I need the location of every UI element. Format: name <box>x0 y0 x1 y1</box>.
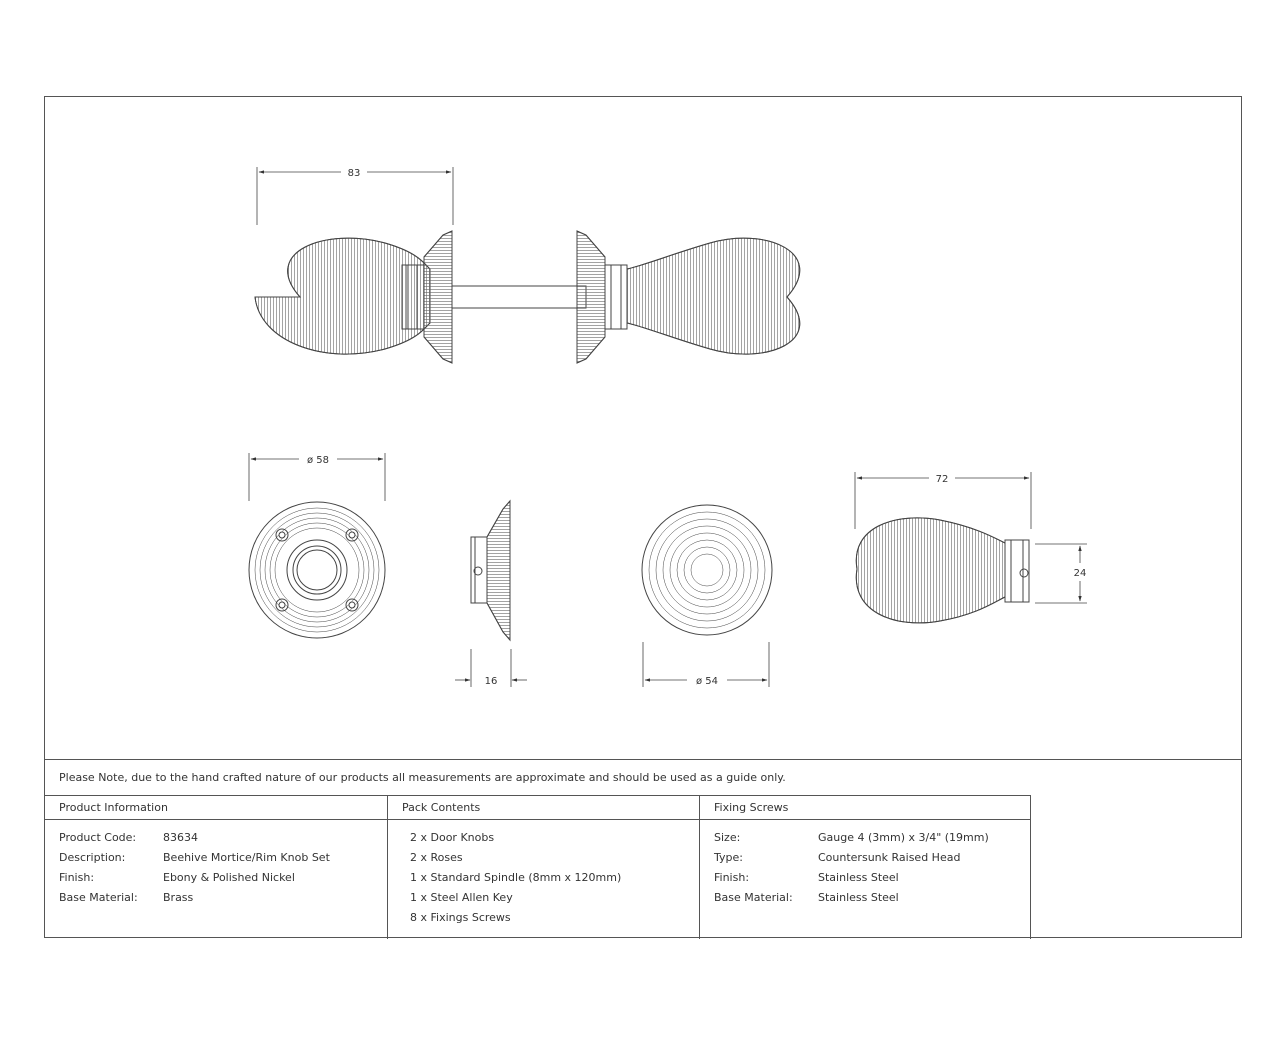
knob-front-view <box>641 504 773 687</box>
pack-item: 8 x Fixings Screws <box>410 911 511 924</box>
pack-item: 2 x Roses <box>410 851 463 864</box>
row-label: Base Material: <box>714 891 793 904</box>
right-knob-collar <box>604 264 628 330</box>
screw-hole-tr <box>345 528 359 542</box>
row-label: Size: <box>714 831 741 844</box>
product-information-column: Product Information Product Code: 83634 … <box>45 796 387 939</box>
row-value: Gauge 4 (3mm) x 3/4" (19mm) <box>818 831 989 844</box>
fixing-screws-column: Fixing Screws Size: Gauge 4 (3mm) x 3/4"… <box>699 796 1031 939</box>
description-row: Description: Beehive Mortice/Rim Knob Se… <box>45 848 387 868</box>
row-value: Ebony & Polished Nickel <box>163 871 295 884</box>
row-value: Countersunk Raised Head <box>818 851 961 864</box>
dim-rose-diameter: ø 58 <box>307 455 329 466</box>
row-label: Base Material: <box>59 891 138 904</box>
screw-hole-bl <box>275 598 289 612</box>
right-knob-body <box>626 237 801 355</box>
dim-knob-length: 72 <box>936 474 949 485</box>
row-label: Finish: <box>59 871 95 884</box>
product-information-heading: Product Information <box>45 796 387 820</box>
dim-rose-depth: 16 <box>485 676 498 687</box>
pack-contents-column: Pack Contents 2 x Door Knobs 2 x Roses 1… <box>387 796 699 939</box>
row-label: Product Code: <box>59 831 137 844</box>
product-code-row: Product Code: 83634 <box>45 828 387 848</box>
left-rose <box>423 230 453 364</box>
spindle <box>451 285 587 309</box>
screw-type-row: Type: Countersunk Raised Head <box>700 848 1030 868</box>
screw-hole-tl <box>275 528 289 542</box>
base-material-row: Base Material: Brass <box>45 888 387 908</box>
row-value: Beehive Mortice/Rim Knob Set <box>163 851 330 864</box>
info-table: Product Information Product Code: 83634 … <box>45 795 1031 939</box>
left-knob-body <box>254 237 431 355</box>
technical-drawing-sheet: 83 ø 58 <box>44 96 1242 939</box>
rose-front-view <box>248 453 386 639</box>
pack-contents-heading: Pack Contents <box>388 796 699 820</box>
rose-side-view <box>455 499 527 687</box>
row-value: Stainless Steel <box>818 891 899 904</box>
row-label: Type: <box>714 851 743 864</box>
dim-neck-diameter: 24 <box>1074 568 1087 579</box>
row-value: 83634 <box>163 831 198 844</box>
knob-side-view <box>854 472 1087 624</box>
screw-base-material-row: Base Material: Stainless Steel <box>700 888 1030 908</box>
dim-overall-length: 83 <box>348 168 361 179</box>
row-label: Finish: <box>714 871 750 884</box>
pack-item: 1 x Steel Allen Key <box>410 891 513 904</box>
assembly-side-view <box>254 167 801 364</box>
screw-hole-br <box>345 598 359 612</box>
pack-item: 1 x Standard Spindle (8mm x 120mm) <box>410 871 622 884</box>
row-label: Description: <box>59 851 126 864</box>
technical-drawing: 83 ø 58 <box>248 167 1087 687</box>
dim-knob-diameter: ø 54 <box>696 676 718 687</box>
row-value: Brass <box>163 891 194 904</box>
right-rose <box>576 230 606 364</box>
finish-row: Finish: Ebony & Polished Nickel <box>45 868 387 888</box>
screw-finish-row: Finish: Stainless Steel <box>700 868 1030 888</box>
fixing-screws-heading: Fixing Screws <box>700 796 1030 820</box>
row-value: Stainless Steel <box>818 871 899 884</box>
measurement-note: Please Note, due to the hand crafted nat… <box>45 759 1241 795</box>
pack-item: 2 x Door Knobs <box>410 831 495 844</box>
screw-size-row: Size: Gauge 4 (3mm) x 3/4" (19mm) <box>700 828 1030 848</box>
